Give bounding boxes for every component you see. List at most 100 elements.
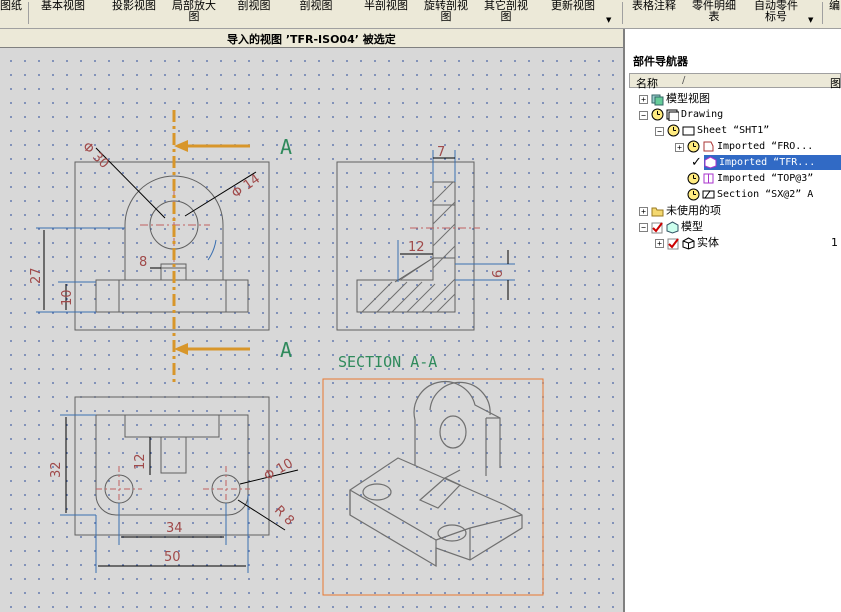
body-check-icon bbox=[667, 237, 679, 249]
dim-10-label[interactable]: 10 bbox=[60, 289, 75, 306]
dim-12-top-label[interactable]: 12 bbox=[133, 453, 148, 470]
iso-upright bbox=[413, 380, 501, 468]
drawing-canvas[interactable]: Φ 30 Φ 14 27 10 8 A A bbox=[0, 48, 623, 612]
tree-item-label: Imported “TFR... bbox=[719, 157, 816, 168]
folder-icon bbox=[651, 207, 664, 216]
cutting-arrow-head-bottom bbox=[174, 343, 188, 355]
side-view-border[interactable] bbox=[336, 161, 475, 331]
dim-34-label[interactable]: 34 bbox=[166, 521, 183, 536]
tree-item-label: Drawing bbox=[681, 109, 724, 120]
column-extra[interactable]: 图 bbox=[830, 77, 841, 90]
tree-item-section[interactable]: Section “SX@2” A bbox=[687, 187, 813, 202]
cut-label-a-bottom[interactable]: A bbox=[280, 338, 292, 362]
navigator-column-header[interactable]: 名称 / 图 bbox=[629, 73, 841, 90]
model-views-icon bbox=[651, 94, 664, 105]
toolbar-separator bbox=[822, 2, 823, 24]
expand-model-views[interactable]: + bbox=[639, 95, 648, 104]
dim-dia14-label[interactable]: Φ 14 bbox=[229, 172, 263, 202]
tree-item-drawing[interactable]: Drawing bbox=[651, 107, 723, 122]
collapse-sheet[interactable]: − bbox=[655, 127, 664, 136]
side-profile bbox=[356, 181, 456, 313]
collapse-model[interactable]: − bbox=[639, 223, 648, 232]
isometric-view[interactable] bbox=[322, 378, 544, 596]
part-navigator: 部件导航器 名称 / 图 + 模型视图 − Drawing − Sheet “S… bbox=[623, 29, 841, 612]
iso-hole-right bbox=[437, 524, 467, 542]
iso-view-selection-frame[interactable] bbox=[322, 378, 544, 596]
detail-view-button[interactable]: 局部放大 图 bbox=[172, 0, 216, 23]
parts-list-button[interactable]: 零件明细 表 bbox=[692, 0, 736, 23]
leader-r8 bbox=[237, 499, 286, 531]
tree-item-unused[interactable]: 未使用的项 bbox=[651, 203, 721, 218]
column-name[interactable]: 名称 bbox=[636, 77, 658, 90]
tree-item-imported-top[interactable]: Imported “TOP@3” bbox=[687, 171, 813, 186]
side-section-view[interactable] bbox=[336, 150, 515, 331]
dim-27-label[interactable]: 27 bbox=[29, 267, 44, 284]
cutting-arrow-head-top bbox=[174, 140, 188, 152]
dim-7-label[interactable]: 7 bbox=[437, 145, 445, 160]
cut-label-a-top[interactable]: A bbox=[280, 135, 292, 159]
base-view-button[interactable]: 基本视图 bbox=[41, 0, 85, 12]
expand-body[interactable]: + bbox=[655, 239, 664, 248]
projected-view-button[interactable]: 投影视图 bbox=[112, 0, 156, 12]
dim-32-label[interactable]: 32 bbox=[49, 461, 64, 478]
dim-8-label[interactable]: 8 bbox=[139, 255, 147, 270]
toolbar-dropdown-icon[interactable]: ▼ bbox=[606, 16, 612, 24]
model-check-icon bbox=[651, 221, 663, 233]
section-view-button[interactable]: 剖视图 bbox=[237, 0, 271, 12]
tree-item-body[interactable]: 实体 bbox=[667, 235, 719, 250]
auto-balloon-button[interactable]: 自动零件 标号 bbox=[754, 0, 798, 23]
view-icon bbox=[703, 141, 714, 151]
dim-dia10-label[interactable]: Φ 10 bbox=[262, 456, 296, 484]
tree-item-label: 模型视图 bbox=[666, 92, 710, 105]
tree-item-model[interactable]: 模型 bbox=[651, 219, 703, 234]
tree-item-label: 实体 bbox=[697, 236, 719, 249]
solid-body-icon bbox=[682, 236, 695, 250]
iso-upright-arc bbox=[429, 381, 491, 416]
front-view-border[interactable] bbox=[74, 161, 270, 331]
dim-r8-label[interactable]: R 8 bbox=[271, 503, 297, 529]
toolbar-separator bbox=[622, 2, 623, 24]
iso-upright-hole bbox=[439, 415, 467, 449]
dim-50-label[interactable]: 50 bbox=[164, 550, 181, 565]
cutting-plane[interactable] bbox=[172, 110, 250, 385]
tree-item-sheet[interactable]: Sheet “SHT1” bbox=[667, 123, 769, 138]
dim-6-label[interactable]: 6 bbox=[491, 270, 506, 278]
dim-12-side-label[interactable]: 12 bbox=[408, 240, 425, 255]
check-icon: ✓ bbox=[691, 155, 702, 170]
tree-item-imported-tfr[interactable]: Imported “TFR... bbox=[704, 155, 841, 170]
section-view-button-2[interactable]: 剖视图 bbox=[299, 0, 333, 12]
tree-item-label: 模型 bbox=[681, 220, 703, 233]
section-view-icon bbox=[702, 190, 715, 198]
model-icon bbox=[666, 220, 679, 234]
top-upright bbox=[124, 414, 220, 438]
front-upright-outline bbox=[124, 175, 224, 280]
drawing-toolbar: 图纸 基本视图 投影视图 局部放大 图 剖视图 剖视图 半剖视图 旋转剖视 图 … bbox=[0, 0, 841, 29]
update-views-button[interactable]: 更新视图 bbox=[551, 0, 595, 12]
clock-icon bbox=[687, 140, 700, 152]
drawing-sheet[interactable]: Φ 30 Φ 14 27 10 8 A A bbox=[0, 48, 623, 612]
edit-button[interactable]: 编 bbox=[829, 0, 840, 12]
section-view-title[interactable]: SECTION A-A bbox=[338, 353, 437, 371]
expand-imported-front[interactable]: + bbox=[675, 143, 684, 152]
drawing-sheet-button[interactable]: 图纸 bbox=[0, 0, 22, 12]
collapse-drawing[interactable]: − bbox=[639, 111, 648, 120]
clock-icon bbox=[687, 188, 700, 200]
leader-dia30 bbox=[95, 147, 166, 219]
tree-item-model-views[interactable]: 模型视图 bbox=[651, 91, 710, 106]
tabular-note-button[interactable]: 表格注释 bbox=[632, 0, 676, 12]
top-view-border[interactable] bbox=[74, 396, 270, 536]
other-section-view-button[interactable]: 其它剖视 图 bbox=[484, 0, 528, 23]
column-sort-indicator: / bbox=[682, 75, 686, 86]
expand-unused-items[interactable]: + bbox=[639, 207, 648, 216]
half-section-view-button[interactable]: 半剖视图 bbox=[364, 0, 408, 12]
revolved-section-view-button[interactable]: 旋转剖视 图 bbox=[424, 0, 468, 23]
toolbar-separator bbox=[28, 2, 29, 24]
tree-item-label: Section “SX@2” A bbox=[717, 189, 814, 200]
tree-item-label: Imported “TOP@3” bbox=[717, 173, 814, 184]
toolbar-dropdown-icon[interactable]: ▼ bbox=[808, 16, 814, 24]
section-hatching bbox=[361, 181, 456, 313]
dim-dia30-label[interactable]: Φ 30 bbox=[79, 139, 111, 171]
drawing-icon bbox=[666, 109, 679, 121]
tree-item-imported-front[interactable]: Imported “FRO... bbox=[687, 139, 813, 154]
top-view[interactable] bbox=[60, 396, 299, 573]
